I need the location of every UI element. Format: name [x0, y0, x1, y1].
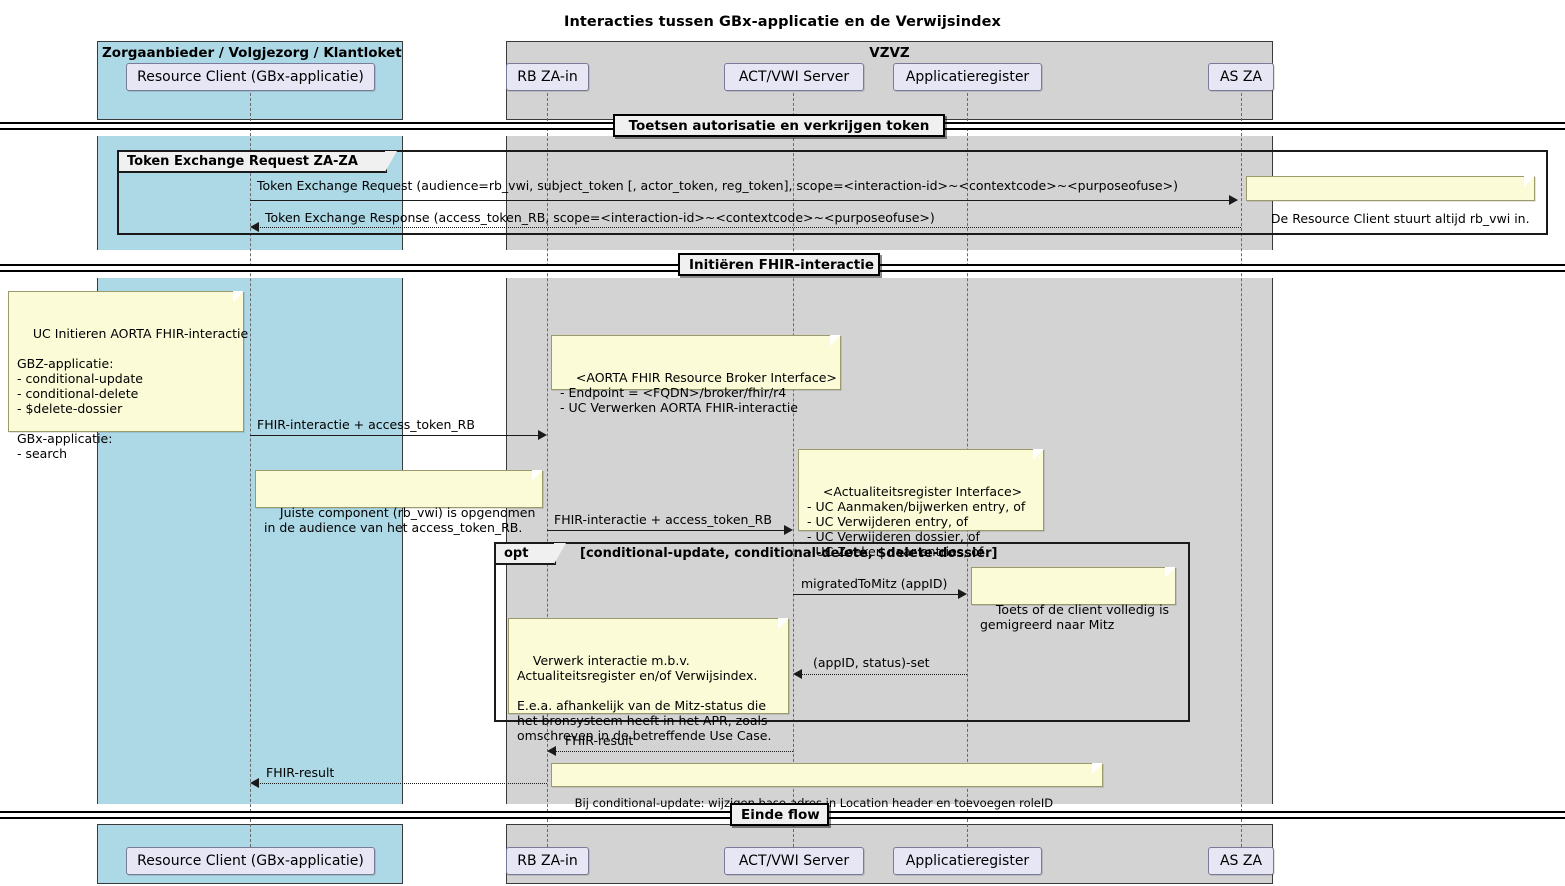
- note-toets-mitz-migratie: Toets of de client volledig is gemigreer…: [971, 567, 1176, 632]
- message-line-fhir-interactie-2: [547, 530, 784, 531]
- message-arrowhead-appid-status-set: [793, 669, 802, 679]
- message-label-fhir-result-2: FHIR-result: [266, 765, 335, 780]
- fragment-opt-tab: opt: [496, 543, 566, 565]
- note-juiste-component: Juiste component (rb_vwi) is opgenomen i…: [255, 470, 543, 535]
- participant-foot-actvwi[interactable]: ACT/VWI Server: [724, 847, 864, 875]
- divider-toetsen-autorisatie: Toetsen autorisatie en verkrijgen token: [613, 114, 945, 137]
- message-arrowhead-fhir-result-2: [250, 778, 259, 788]
- message-arrowhead-fhir-interactie-2: [784, 525, 793, 535]
- message-line-fhir-result-2: [255, 783, 547, 784]
- participant-label: ACT/VWI Server: [738, 69, 850, 85]
- group-label-vzvz: VZVZ: [869, 45, 910, 61]
- message-arrowhead-migratedtomitz: [958, 589, 967, 599]
- note-text: <AORTA FHIR Resource Broker Interface> -…: [560, 370, 837, 415]
- participant-head-client[interactable]: Resource Client (GBx-applicatie): [126, 63, 375, 91]
- note-fold-icon: [1165, 567, 1176, 578]
- note-text: Bij conditional-update: wijzigen base-ad…: [574, 796, 1054, 810]
- lifeline-rbzain: [547, 93, 548, 847]
- message-label-appid-status-set: (appID, status)-set: [813, 655, 930, 670]
- participant-head-appreg[interactable]: Applicatieregister: [893, 63, 1042, 91]
- lifeline-client: [250, 93, 251, 847]
- page-title: Interacties tussen GBx-applicatie en de …: [563, 14, 1002, 30]
- participant-head-rbzain[interactable]: RB ZA-in: [506, 63, 589, 91]
- note-uc-initieren-aorta: UC Initieren AORTA FHIR-interactie GBZ-a…: [8, 291, 248, 461]
- note-resource-client-rb-vwi: De Resource Client stuurt altijd rb_vwi …: [1246, 176, 1535, 226]
- message-arrowhead-token-exchange-request: [1229, 195, 1238, 205]
- group-box-vzvz-bottom: [506, 824, 1273, 884]
- note-verwerk-interactie: Verwerk interactie m.b.v. Actualiteitsre…: [508, 618, 789, 743]
- note-text: UC Initieren AORTA FHIR-interactie GBZ-a…: [17, 326, 249, 461]
- message-label-migratedtomitz: migratedToMitz (appID): [801, 576, 948, 591]
- note-fold-icon: [830, 335, 841, 346]
- note-fold-icon: [532, 470, 543, 481]
- participant-label: Applicatieregister: [905, 69, 1030, 85]
- message-line-migratedtomitz: [793, 594, 958, 595]
- participant-label: RB ZA-in: [517, 69, 578, 85]
- lifeline-actvwi: [793, 93, 794, 847]
- message-arrowhead-token-exchange-response: [250, 222, 259, 232]
- message-line-appid-status-set: [798, 674, 967, 675]
- note-actualiteitsregister-interface: <Actualiteitsregister Interface> - UC Aa…: [798, 449, 1044, 559]
- message-line-token-exchange-response: [255, 227, 1241, 228]
- divider-einde-flow: Einde flow: [730, 803, 829, 826]
- note-fold-icon: [1033, 449, 1044, 460]
- participant-foot-rbzain[interactable]: RB ZA-in: [506, 847, 589, 875]
- note-conditional-update-location-header: Bij conditional-update: wijzigen base-ad…: [551, 763, 1103, 810]
- note-fold-icon: [1524, 176, 1535, 187]
- message-label-token-exchange-response: Token Exchange Response (access_token_RB…: [265, 210, 935, 225]
- group-box-vzvz-top: VZVZ: [506, 41, 1273, 120]
- lifeline-asza: [1241, 93, 1242, 847]
- note-text: Verwerk interactie m.b.v. Actualiteitsre…: [517, 653, 772, 743]
- note-text: Toets of de client volledig is gemigreer…: [980, 602, 1170, 632]
- participant-label: RB ZA-in: [517, 853, 578, 869]
- message-label-fhir-result-1: FHIR-result: [565, 733, 634, 748]
- fragment-token-exchange-tab: Token Exchange Request ZA-ZA: [119, 151, 397, 173]
- fragment-opt: [494, 542, 1190, 722]
- message-arrowhead-fhir-result-1: [547, 746, 556, 756]
- group-band-vzvz-body1: [506, 136, 1273, 250]
- fragment-opt-guard: [conditional-update, conditional-delete,…: [580, 546, 998, 561]
- participant-label: AS ZA: [1219, 69, 1263, 85]
- participant-foot-appreg[interactable]: Applicatieregister: [893, 847, 1042, 875]
- fragment-operator-label: Token Exchange Request ZA-ZA: [127, 154, 358, 169]
- message-label-token-exchange-request: Token Exchange Request (audience=rb_vwi,…: [257, 178, 1178, 193]
- participant-label: AS ZA: [1219, 853, 1263, 869]
- message-label-fhir-interactie-2: FHIR-interactie + access_token_RB: [554, 512, 772, 527]
- participant-label: Resource Client (GBx-applicatie): [137, 69, 364, 85]
- participant-label: ACT/VWI Server: [738, 853, 850, 869]
- participant-label: Resource Client (GBx-applicatie): [137, 853, 364, 869]
- note-aorta-broker-interface: <AORTA FHIR Resource Broker Interface> -…: [551, 335, 841, 415]
- divider-initieren-fhir-interactie: Initiëren FHIR-interactie: [678, 253, 880, 276]
- note-fold-icon: [233, 291, 244, 302]
- group-label-zorgaanbieder: Zorgaanbieder / Volgjezorg / Klantloket: [102, 45, 402, 61]
- message-line-fhir-interactie-1: [250, 435, 538, 436]
- note-text: Juiste component (rb_vwi) is opgenomen i…: [264, 505, 536, 535]
- note-fold-icon: [778, 618, 789, 629]
- fragment-operator-label: opt: [504, 546, 529, 561]
- participant-head-asza[interactable]: AS ZA: [1208, 63, 1274, 91]
- note-text: <Actualiteitsregister Interface> - UC Aa…: [807, 484, 1026, 559]
- participant-foot-client[interactable]: Resource Client (GBx-applicatie): [126, 847, 375, 875]
- message-line-token-exchange-request: [250, 200, 1237, 201]
- participant-head-actvwi[interactable]: ACT/VWI Server: [724, 63, 864, 91]
- note-fold-icon: [1092, 763, 1103, 774]
- message-label-fhir-interactie-1: FHIR-interactie + access_token_RB: [257, 417, 475, 432]
- message-line-fhir-result-1: [552, 751, 793, 752]
- participant-label: Applicatieregister: [905, 853, 1030, 869]
- fragment-token-exchange: [117, 150, 1548, 235]
- participant-foot-asza[interactable]: AS ZA: [1208, 847, 1274, 875]
- note-text: De Resource Client stuurt altijd rb_vwi …: [1270, 211, 1530, 226]
- message-arrowhead-fhir-interactie-1: [538, 430, 547, 440]
